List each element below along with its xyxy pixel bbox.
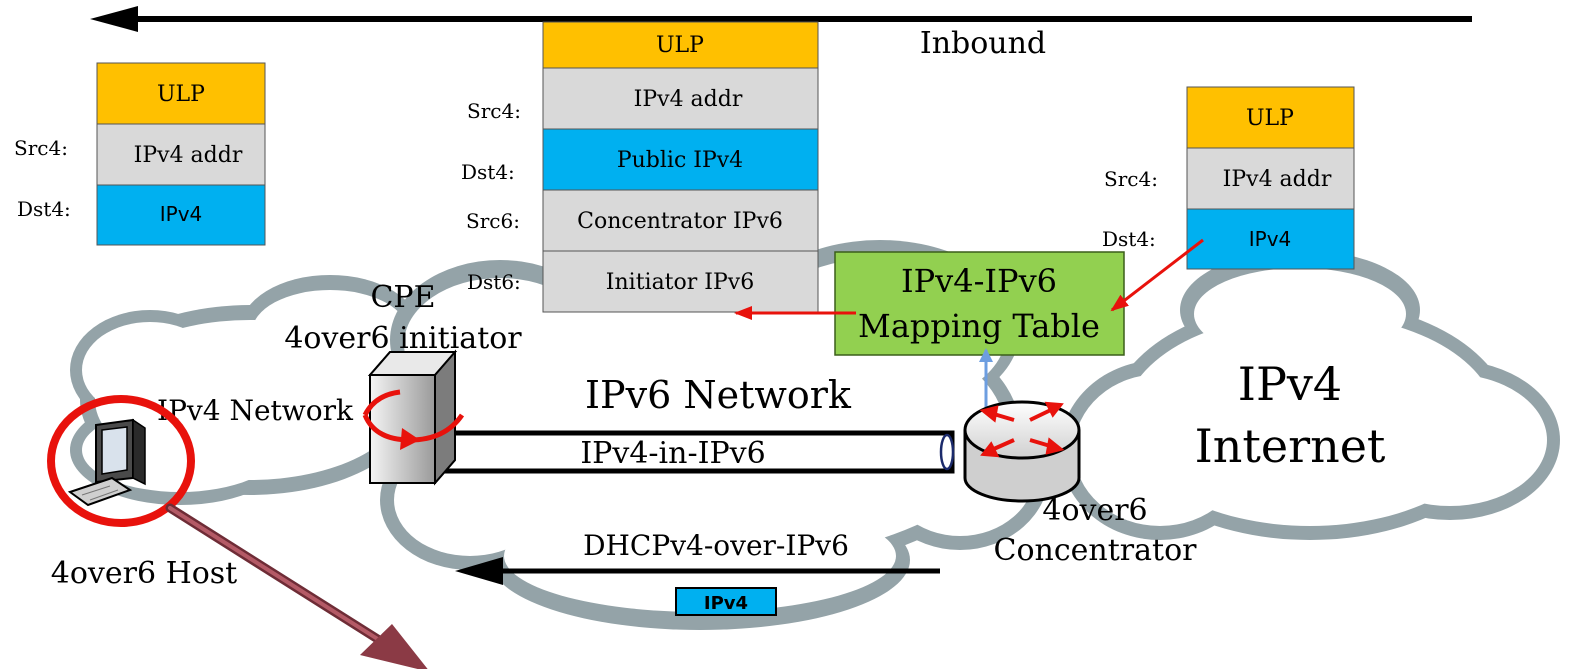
left-src-label: Src4: (14, 136, 68, 160)
cpe-device-icon (362, 349, 465, 486)
dhcp-arrow (455, 557, 940, 585)
middle-src6-value: Concentrator IPv6 (577, 209, 783, 234)
dhcp-label: DHCPv4-over-IPv6 (583, 529, 849, 562)
ipv6-network-label: IPv6 Network (585, 373, 852, 417)
packet-stack-right: ULP IPv4 addr IPv4 Src4: Dst4: (1102, 86, 1355, 270)
middle-src6-label: Src6: (466, 209, 520, 233)
middle-dst4-label: Dst4: (461, 160, 515, 184)
packet-stack-left: ULP IPv4 addr IPv4 Src4: Dst4: (14, 62, 266, 246)
middle-ulp-text: ULP (656, 33, 704, 58)
inbound-label: Inbound (920, 26, 1046, 61)
cloud-ipv4-internet (1060, 250, 1560, 540)
right-src-label: Src4: (1104, 167, 1158, 191)
concentrator-label-line2: Concentrator (994, 533, 1198, 568)
right-dst-value: IPv4 (1249, 227, 1292, 251)
router-icon (963, 400, 1081, 503)
host-pointer-arrow (165, 503, 428, 669)
left-dst-value: IPv4 (160, 202, 203, 226)
left-dst-label: Dst4: (17, 197, 71, 221)
middle-dst4-value: Public IPv4 (617, 148, 743, 173)
inbound-arrow (90, 6, 1472, 32)
ipv4-internet-label-line2: Internet (1195, 419, 1386, 473)
cpe-label-line1: CPE (370, 280, 435, 315)
packet-stack-middle: ULP IPv4 addr Public IPv4 Concentrator I… (461, 21, 819, 313)
right-src-value: IPv4 addr (1223, 167, 1332, 192)
middle-dst6-label: Dst6: (467, 270, 521, 294)
middle-src4-label: Src4: (467, 99, 521, 123)
ipv4-network-label: IPv4 Network (157, 394, 354, 427)
middle-dst6-value: Initiator IPv6 (606, 270, 754, 295)
dhcp-ipv4-badge: IPv4 (675, 587, 777, 616)
left-src-value: IPv4 addr (134, 143, 243, 168)
tunnel-label: IPv4-in-IPv6 (580, 436, 765, 471)
mapping-table-line2: Mapping Table (858, 307, 1100, 345)
host-label: 4over6 Host (51, 556, 238, 591)
concentrator-label-line1: 4over6 (1042, 493, 1147, 528)
mapping-table-line1: IPv4-IPv6 (901, 262, 1057, 300)
lookup-arrow (1110, 238, 1204, 312)
mapping-table-box: IPv4-IPv6 Mapping Table (834, 251, 1125, 356)
ipv4-internet-label-line1: IPv4 (1238, 357, 1342, 411)
cpe-label-line2: 4over6 initiator (284, 321, 522, 356)
dhcp-badge-text: IPv4 (704, 593, 748, 614)
left-ulp-text: ULP (157, 82, 205, 107)
right-ulp-text: ULP (1246, 106, 1294, 131)
host-computer-icon (47, 395, 195, 527)
middle-src4-value: IPv4 addr (634, 87, 743, 112)
right-dst-label: Dst4: (1102, 227, 1156, 251)
